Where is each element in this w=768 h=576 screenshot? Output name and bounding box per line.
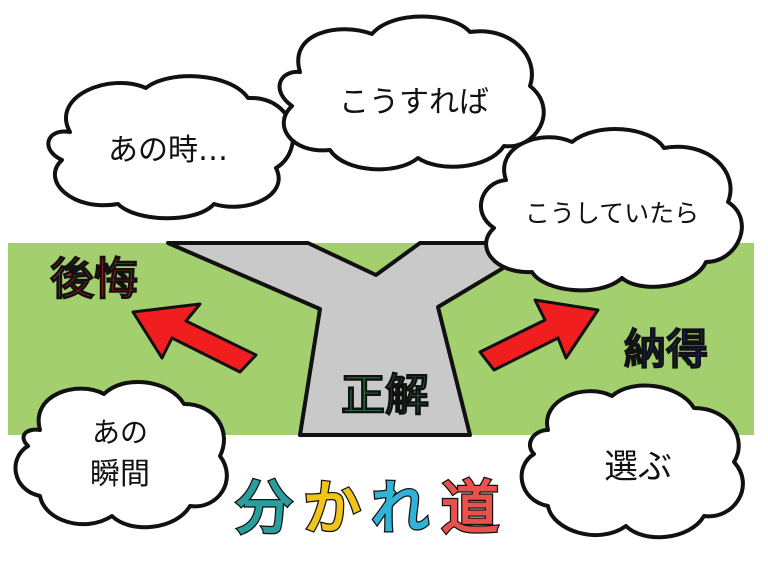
label-acceptance: 納得 <box>624 325 708 374</box>
bubble-kou-sureba-text: こうすれば <box>339 85 489 120</box>
arrow-left-regret <box>131 302 258 374</box>
bubble-kou-shiteitara-text: こうしていたら <box>525 199 699 228</box>
bubble-ano-line1: あの <box>92 416 148 449</box>
forked-road <box>166 241 547 437</box>
bubble-erabu <box>519 383 745 540</box>
bubble-ano-line2: 瞬間 <box>90 457 150 492</box>
bubble-kou-shiteitara <box>478 127 744 293</box>
bubble-kou-sureba <box>277 14 546 172</box>
bubble-ano-toki-text: あの時… <box>108 133 228 168</box>
title-char-1: 分 <box>235 474 293 542</box>
arrow-right-acceptance <box>478 298 600 372</box>
label-regret: 後悔 <box>50 254 138 305</box>
title-wakaremichi: 分 か れ 道 <box>234 473 501 544</box>
title-char-3: れ <box>371 474 429 542</box>
bubble-erabu-text: 選ぶ <box>604 447 672 487</box>
bubble-ano-shunkan <box>13 380 229 530</box>
bubble-ano-toki <box>46 74 295 221</box>
label-correct-answer: 正解 <box>341 370 429 421</box>
title-char-2: か <box>303 474 361 542</box>
title-char-4: 道 <box>441 474 499 542</box>
